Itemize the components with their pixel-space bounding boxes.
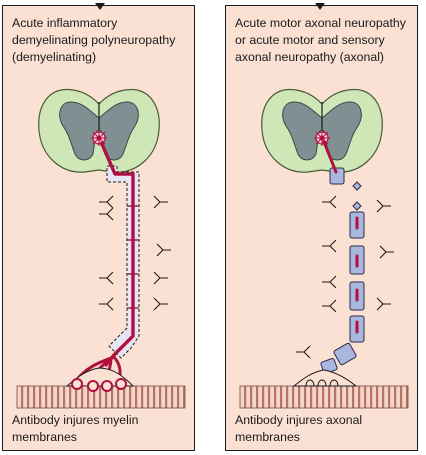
demyelinating-illustration	[16, 88, 186, 409]
panel-axonal: Acute motor axonal neuropathy or acute m…	[225, 3, 418, 451]
arrow-down-icon	[315, 3, 325, 10]
panel-caption: Antibody injures axonal membranes	[235, 413, 363, 444]
antibodies	[99, 195, 171, 311]
muscle-fibre	[16, 367, 186, 409]
axonal-illustration	[239, 88, 409, 409]
motor-neuron	[91, 130, 107, 146]
panel-caption: Antibody injures myelin membranes	[12, 413, 139, 444]
arrow-down-icon	[95, 3, 105, 10]
antibodies	[296, 195, 394, 359]
motor-neuron	[314, 130, 330, 146]
panel-title: Acute inflammatory demyelinating polyneu…	[12, 16, 176, 64]
panel-title: Acute motor axonal neuropathy or acute m…	[235, 16, 406, 64]
axon-fragments	[322, 140, 359, 334]
muscle-fibre	[239, 369, 409, 409]
myelin-segments	[320, 167, 365, 374]
panel-demyelinating: Acute inflammatory demyelinating polyneu…	[2, 3, 195, 451]
